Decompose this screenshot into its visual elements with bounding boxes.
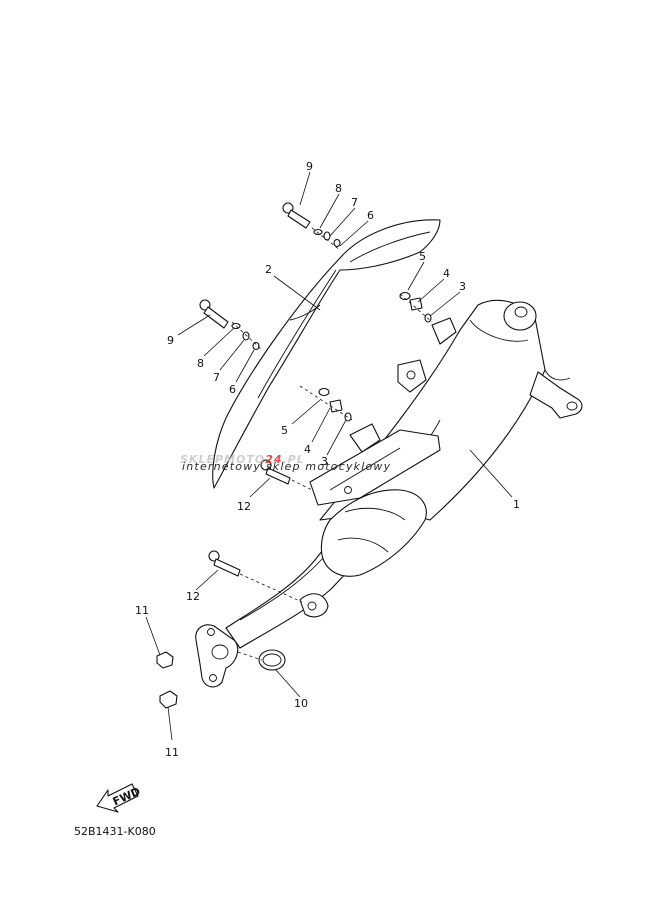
bolt-9-lower (199, 299, 229, 329)
callout-11-upper: 11 (135, 604, 149, 617)
callout-12-lower: 12 (186, 590, 200, 603)
callout-9-upper: 9 (306, 160, 313, 173)
diagram-code: 52B1431-K080 (74, 825, 156, 838)
exhaust-flange (195, 624, 239, 688)
callout-5-upper: 5 (419, 250, 426, 263)
watermark-brand-part2: 24 (265, 453, 282, 466)
callout-5-lower: 5 (281, 424, 288, 437)
muffler-rear-bracket (529, 371, 583, 419)
watermark-tagline: internetowy sklep motocyklowy (182, 460, 391, 473)
watermark: SKLEPMOTO24.PL internetowy sklep motocyk… (180, 453, 391, 473)
callout-4-lower: 4 (304, 443, 311, 456)
hardware-set-lower (231, 322, 352, 422)
callout-10: 10 (294, 697, 308, 710)
fwd-arrow-icon: FWD (96, 783, 142, 813)
callout-9-lower: 9 (167, 334, 174, 347)
callout-7-upper: 7 (351, 196, 358, 209)
callout-6-lower: 6 (229, 383, 236, 396)
bolt-12-upper (260, 459, 291, 485)
callouts: 9 8 7 6 5 4 3 2 9 8 7 6 5 4 3 1 12 12 11… (135, 160, 520, 759)
callout-3-lower: 3 (321, 455, 328, 468)
pipe-mount-bracket (299, 429, 441, 618)
gasket (258, 649, 286, 671)
callout-1: 1 (513, 498, 520, 511)
leader-lines (145, 171, 513, 741)
callout-3-upper: 3 (459, 280, 466, 293)
exhaust-pipe (225, 489, 427, 649)
muffler-mount-tabs (349, 317, 457, 453)
watermark-brand-part3: .PL (283, 453, 305, 466)
callout-8-upper: 8 (335, 182, 342, 195)
flange-nut-upper (156, 651, 174, 669)
callout-6-upper: 6 (367, 209, 374, 222)
flange-nut-lower (159, 690, 178, 709)
svg-text:SKLEPMOTO24.PL: SKLEPMOTO24.PL (180, 453, 305, 466)
bolt-9-upper (282, 202, 311, 229)
bolt-12-lower (208, 550, 241, 577)
callout-11-lower: 11 (165, 746, 179, 759)
assembly-lines (231, 227, 433, 661)
heat-shield (212, 219, 441, 489)
watermark-brand-part1: SKLEPMOTO (180, 453, 265, 466)
callout-4-upper: 4 (443, 267, 450, 280)
callout-2: 2 (265, 263, 272, 276)
callout-8-lower: 8 (197, 357, 204, 370)
callout-12-upper: 12 (237, 500, 251, 513)
callout-7-lower: 7 (213, 371, 220, 384)
